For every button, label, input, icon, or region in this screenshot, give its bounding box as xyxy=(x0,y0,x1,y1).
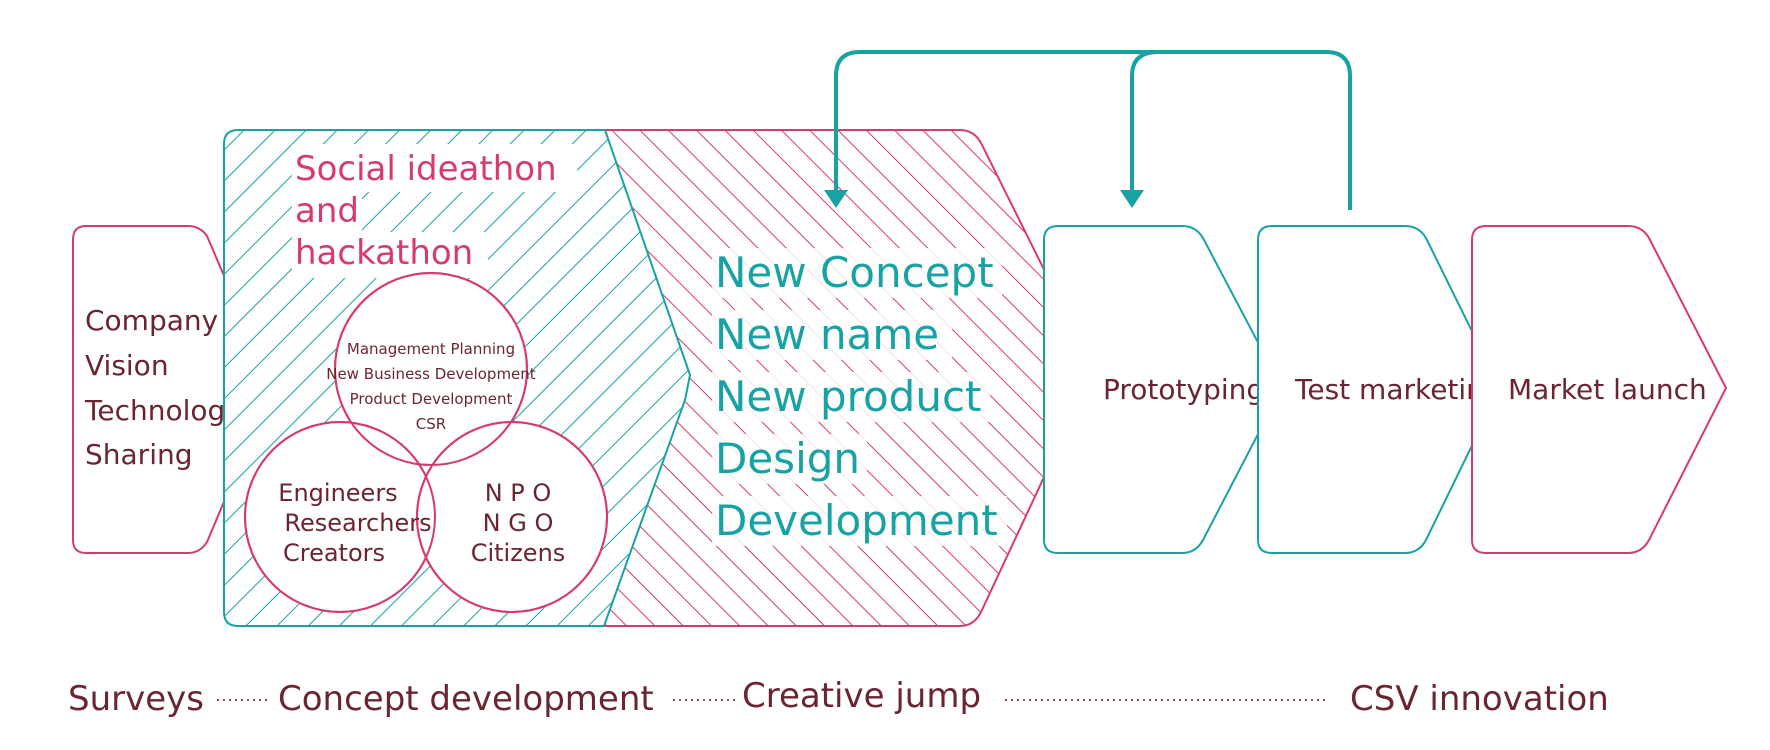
venn-left-text: Engineers Researchers Creators xyxy=(278,479,431,567)
creative-text: New Concept New name New product Design … xyxy=(712,248,1007,546)
venn-right-line: Citizens xyxy=(471,539,566,567)
ideathon-title-line: hackathon xyxy=(295,233,473,273)
stage-company-chevron xyxy=(72,225,274,554)
venn-top-line: New Business Development xyxy=(326,365,535,383)
venn-top-text: Management Planning New Business Develop… xyxy=(326,340,535,433)
venn-left-line: Creators xyxy=(283,539,385,567)
feedback-loop-line xyxy=(834,50,1352,210)
ideathon-title-line: and xyxy=(295,191,359,231)
stage-test-marketing-chevron xyxy=(1257,225,1502,554)
arrowhead-prototyping-icon xyxy=(1120,190,1144,208)
creative-line: New Concept xyxy=(715,248,994,297)
timeline-csv-innovation: CSV innovation xyxy=(1350,679,1609,719)
arrowhead-creative-icon xyxy=(824,190,848,208)
venn-top-line: Management Planning xyxy=(347,340,515,358)
timeline-creative-jump: Creative jump xyxy=(742,676,981,716)
timeline-surveys: Surveys xyxy=(68,679,204,719)
venn-top-line: Product Development xyxy=(350,390,513,408)
stage-company-line: Sharing xyxy=(85,438,193,471)
stage-market-launch-chevron xyxy=(1471,225,1728,554)
feedback-branch-line xyxy=(1130,50,1159,190)
venn-diagram: Management Planning New Business Develop… xyxy=(244,272,608,613)
creative-line: New name xyxy=(715,310,939,359)
stage-prototyping-chevron xyxy=(1043,225,1284,554)
stage-market-launch-label: Market launch xyxy=(1508,373,1707,406)
timeline-concept-development: Concept development xyxy=(278,679,654,719)
venn-top-line: CSR xyxy=(416,415,446,433)
creative-line: Development xyxy=(715,496,998,545)
creative-line: New product xyxy=(715,372,982,421)
timeline: Surveys Concept development Creative jum… xyxy=(68,676,1609,719)
stage-test-marketing-label: Test marketing xyxy=(1294,373,1502,406)
creative-line: Design xyxy=(715,434,860,483)
stage-company-line: Technology xyxy=(84,394,242,427)
stage-company-line: Company xyxy=(85,304,218,337)
stage-company-text: Company Vision Technology Sharing xyxy=(84,304,242,471)
ideathon-title-line: Social ideathon xyxy=(295,149,557,189)
stage-company-line: Vision xyxy=(85,349,169,382)
ideathon-title: Social ideathon and hackathon xyxy=(292,144,577,278)
feedback-arrows xyxy=(824,50,1352,210)
venn-right-line: N G O xyxy=(483,509,554,537)
venn-left-line: Engineers xyxy=(278,479,397,507)
venn-left-line: Researchers xyxy=(284,509,431,537)
venn-right-text: N P O N G O Citizens xyxy=(471,479,566,567)
venn-right-line: N P O xyxy=(485,479,552,507)
stage-prototyping-label: Prototyping xyxy=(1103,373,1264,406)
